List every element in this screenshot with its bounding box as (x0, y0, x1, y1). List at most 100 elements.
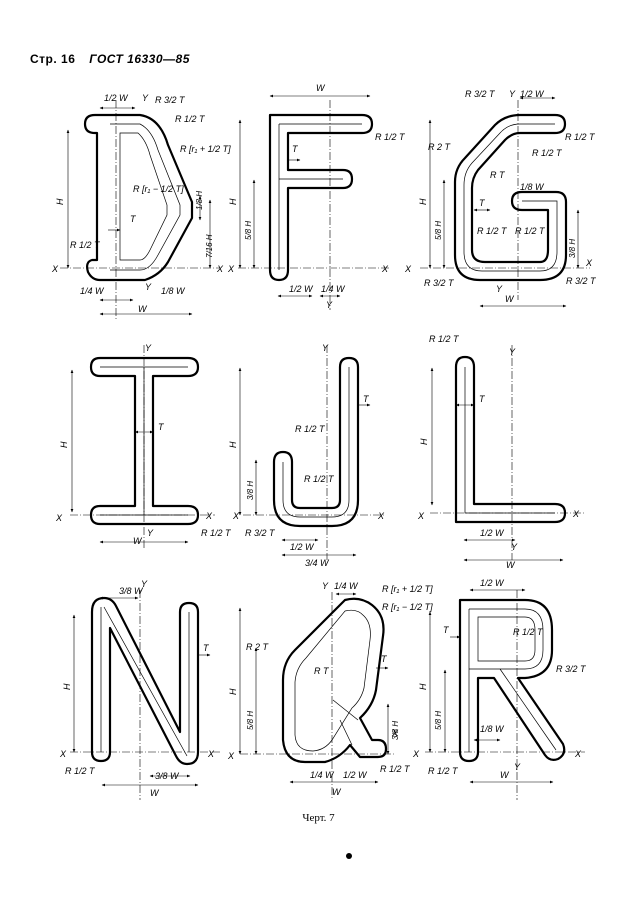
n-y-label: Y (141, 579, 148, 589)
g-rt-label: R T (490, 170, 506, 180)
j-y-label: Y (322, 343, 329, 353)
d-y-label: Y (142, 93, 149, 103)
d-r12t-label: R 1/2 T (175, 114, 206, 124)
letter-i-outline (89, 356, 200, 526)
page-header: Стр. 16 ГОСТ 16330—85 (30, 52, 190, 66)
n-x-label-2: X (207, 749, 215, 759)
r-w12-label: 1/2 W (480, 578, 505, 588)
r-w-label: W (500, 770, 510, 780)
r-h58-label: 5/8 H (434, 711, 443, 730)
letter-l-figure: R 1/2 T Y T H X X 1/2 W Y W (417, 334, 585, 570)
n-w38b-label: 3/8 W (155, 771, 180, 781)
g-x-label: X (404, 264, 412, 274)
letter-d-outline (83, 113, 194, 282)
g-r32t-label-c: R 3/2 T (566, 276, 597, 286)
q-w12-label: 1/2 W (343, 770, 368, 780)
g-w-label: W (505, 294, 515, 304)
j-r12t-label-b: R 1/2 T (304, 474, 335, 484)
q-r2t-label: R 2 T (246, 642, 270, 652)
f-y-label: Y (326, 300, 333, 310)
g-w18-label: 1/8 W (520, 182, 545, 192)
r-h-label: H (418, 683, 428, 690)
g-y-label-2: Y (496, 284, 503, 294)
standard-number: ГОСТ 16330—85 (89, 52, 190, 66)
letter-f-figure: W R 1/2 T T 5/8 H H X X 1/2 W 1/4 W Y (227, 83, 406, 310)
r-t-label: T (443, 625, 450, 635)
d-r12t-label-2: R 1/2 T (70, 240, 101, 250)
d-x-label: X (51, 264, 59, 274)
i-x-label: X (55, 513, 63, 523)
g-y-label: Y (509, 89, 516, 99)
letter-j-outline (272, 356, 360, 528)
f-h58-label: 5/8 H (244, 221, 253, 240)
g-h58-label: 5/8 H (434, 221, 443, 240)
r-x-label: X (412, 749, 420, 759)
i-w-label: W (133, 536, 143, 546)
r-r32t-label: R 3/2 T (556, 664, 587, 674)
letter-r-figure: 1/2 W T R 1/2 T R 3/2 T H 5/8 H 1/8 W X … (412, 578, 587, 800)
i-t-label: T (158, 422, 165, 432)
r-x-label-2: X (574, 749, 582, 759)
i-y-label-2: Y (147, 528, 154, 538)
q-y-label: Y (322, 581, 329, 591)
f-x-label-2: X (381, 264, 389, 274)
i-h-label: H (59, 441, 69, 448)
letter-n-figure: 3/8 W Y T H X X R 1/2 T 3/8 W W (59, 579, 220, 800)
n-x-label: X (59, 749, 67, 759)
q-h38-label: 3/8 H (391, 721, 400, 740)
d-half-w-label: 1/2 W (104, 93, 129, 103)
g-w12-label: 1/2 W (520, 89, 545, 99)
q-w14b-label: 1/4 W (310, 770, 335, 780)
n-w-label: W (150, 788, 160, 798)
l-y-label-2: Y (511, 542, 518, 552)
d-r-minus-label: R [r₁ − 1/2 T] (133, 184, 184, 194)
g-t-label: T (479, 198, 486, 208)
n-h-label: H (62, 683, 72, 690)
q-h58-label: 5/8 H (246, 711, 255, 730)
g-x-label-2: X (585, 258, 593, 268)
g-r12t-label-c: R 1/2 T (477, 226, 508, 236)
l-x-label-2: X (572, 509, 580, 519)
g-r32t-label-b: R 3/2 T (424, 278, 455, 288)
figure-caption: Черт. 7 (302, 812, 335, 824)
q-x-label-2: X (391, 728, 399, 738)
j-h38-label: 3/8 H (246, 481, 255, 500)
l-h-label: H (419, 438, 429, 445)
i-x-label-2: X (205, 511, 213, 521)
d-t-label: T (130, 214, 137, 224)
letter-l-outline (454, 355, 567, 524)
letter-f-outline (268, 113, 374, 282)
g-r12t-label-d: R 1/2 T (515, 226, 546, 236)
g-r12t-label-b: R 1/2 T (532, 148, 563, 158)
f-h-label: H (228, 198, 238, 205)
q-h-label: H (228, 688, 238, 695)
r-y-label: Y (514, 762, 521, 772)
j-r32t-label: R 3/2 T (245, 528, 276, 538)
l-r12t-label: R 1/2 T (429, 334, 460, 344)
j-r12t-label: R 1/2 T (295, 424, 326, 434)
page-dot (346, 853, 352, 859)
d-h18-label: 1/8 H (195, 191, 204, 210)
d-w18-label: 1/8 W (161, 286, 186, 296)
d-r32t-label: R 3/2 T (155, 95, 186, 105)
j-t-label: T (363, 394, 370, 404)
page-number: Стр. 16 (30, 52, 76, 66)
j-w12-label: 1/2 W (290, 542, 315, 552)
letter-q-figure: Y 1/4 W R [r₁ + 1/2 T] R [r₁ − 1/2 T] R … (227, 581, 433, 800)
j-x-label-2: X (377, 511, 385, 521)
q-r-plus-label: R [r₁ + 1/2 T] (382, 584, 433, 594)
d-h716-label: 7/16 H (205, 234, 214, 258)
l-t-label: T (479, 394, 486, 404)
n-t-label: T (203, 643, 210, 653)
n-r12t-label: R 1/2 T (65, 766, 96, 776)
l-w12-label: 1/2 W (480, 528, 505, 538)
j-w34-label: 3/4 W (305, 558, 330, 568)
f-x-label: X (227, 264, 235, 274)
q-rt-label: R T (314, 666, 330, 676)
letter-d-figure: 1/2 W Y R 3/2 T R 1/2 T R [r₁ + 1/2 T] R… (51, 93, 231, 320)
f-w14-label: 1/4 W (321, 284, 346, 294)
q-w-label: W (332, 787, 342, 797)
d-r-plus-label: R [r₁ + 1/2 T] (180, 144, 231, 154)
q-t-label: T (381, 654, 388, 664)
